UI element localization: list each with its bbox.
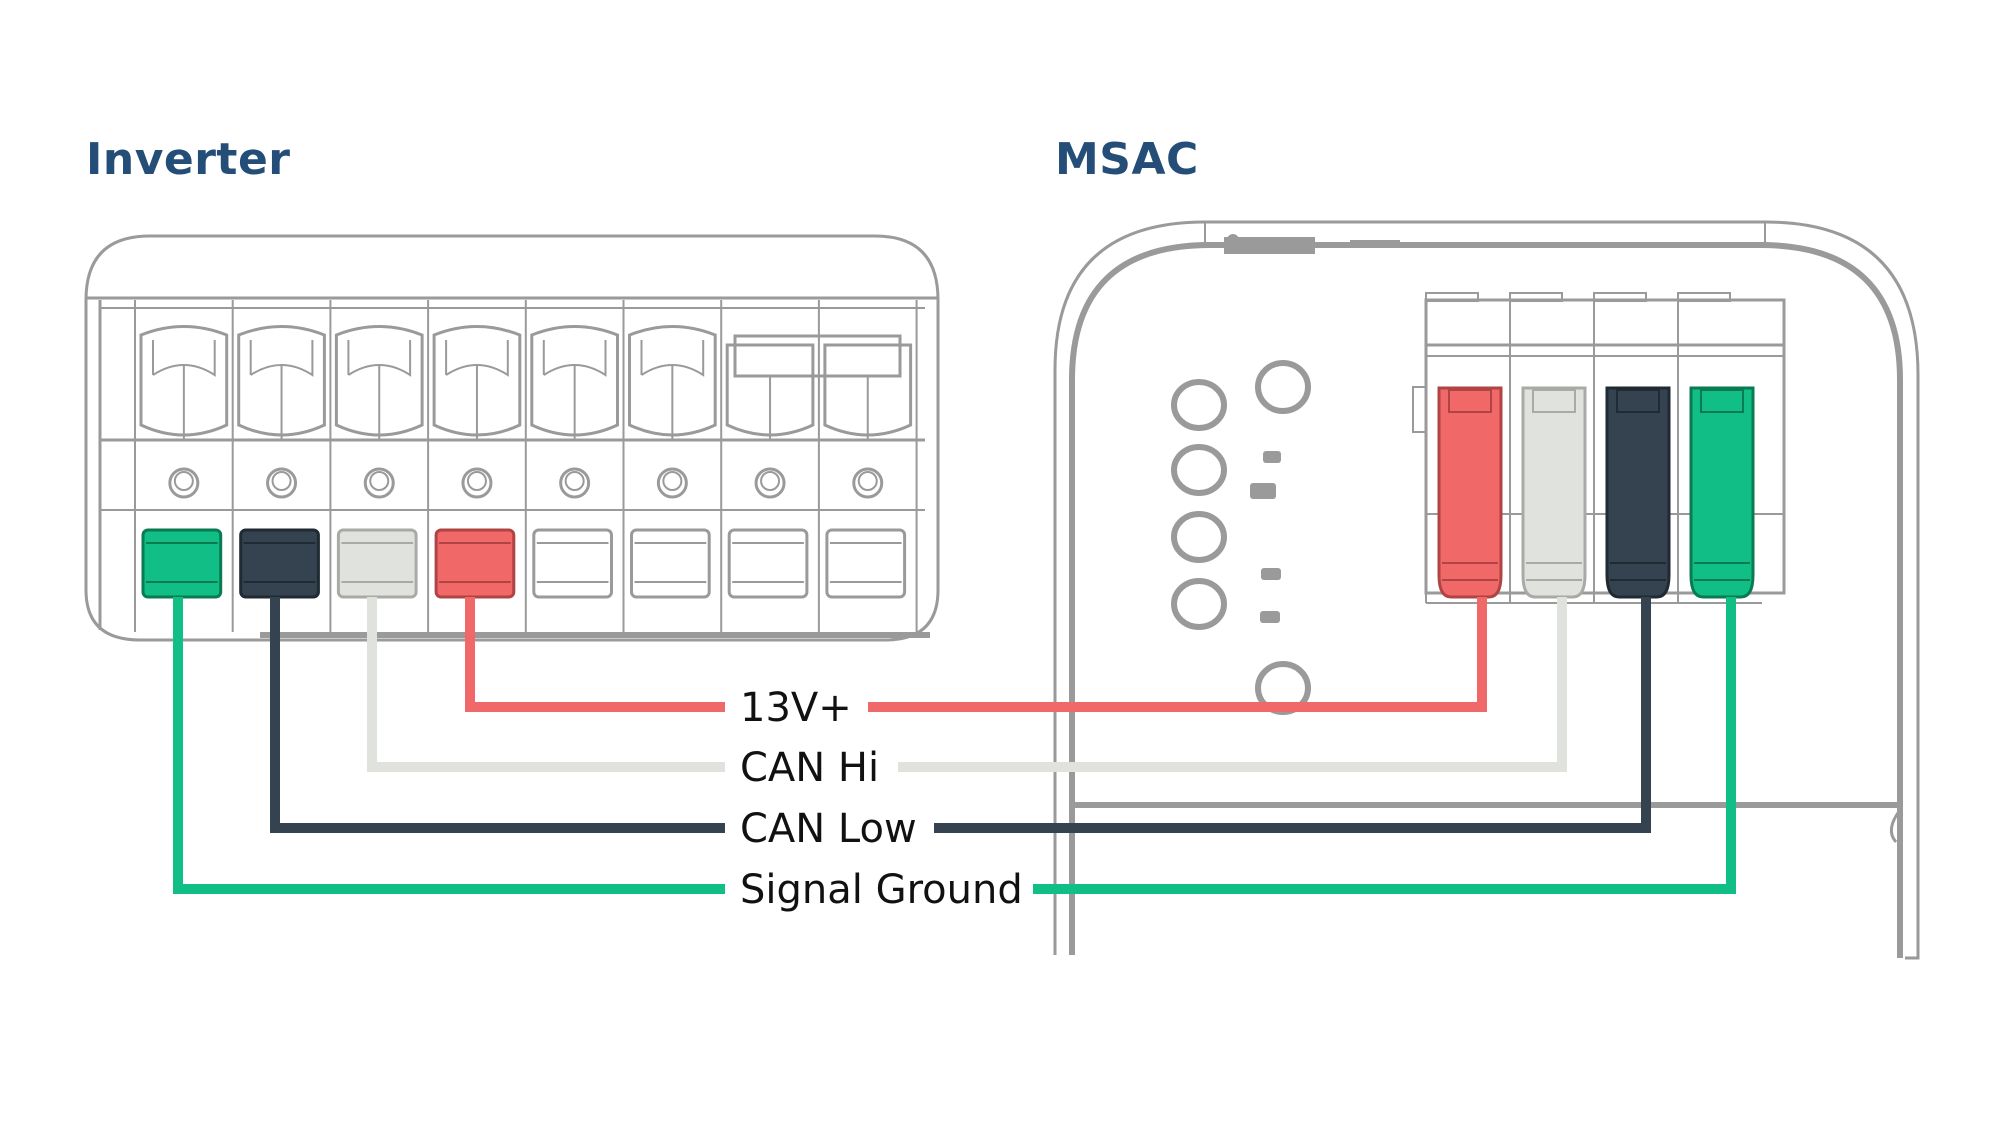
status-indicator xyxy=(1261,568,1281,580)
inverter-title: Inverter xyxy=(86,134,291,185)
screw-hole-inner xyxy=(760,471,781,491)
msac-inner-shell xyxy=(1069,242,1903,958)
wire-label-can-low: CAN Low xyxy=(740,806,917,852)
screw-hole-inner xyxy=(271,471,292,491)
msac-terminal-block xyxy=(1412,292,1786,604)
msac-side-tab xyxy=(1412,386,1427,433)
terminal-lever xyxy=(139,325,229,437)
plug-light xyxy=(336,528,418,599)
inverter-housing xyxy=(84,234,940,642)
plug-dark xyxy=(239,528,320,599)
msac-plug-light xyxy=(1521,386,1587,599)
wire-canlow-inverter-side xyxy=(270,597,725,833)
status-indicator xyxy=(1263,451,1281,463)
lever-flap xyxy=(543,340,607,377)
msac-plug-green xyxy=(1689,386,1755,599)
terminal-lever xyxy=(237,325,326,437)
wire-label-13v: 13V+ xyxy=(740,685,852,731)
screw-hole xyxy=(656,467,688,499)
terminal-lever xyxy=(823,343,913,437)
empty-socket xyxy=(532,528,613,599)
screw-hole-inner xyxy=(173,471,194,491)
screw-hole-inner xyxy=(564,471,585,491)
led-ring xyxy=(1171,379,1227,431)
inverter-device xyxy=(84,234,940,642)
status-indicator xyxy=(1260,611,1280,623)
empty-socket xyxy=(630,528,711,599)
msac-indicator-panel xyxy=(1171,360,1311,715)
wire-v13-msac-side xyxy=(868,597,1487,712)
led-ring xyxy=(1171,511,1227,563)
led-ring xyxy=(1171,444,1227,496)
msac-latch-pin xyxy=(1227,234,1239,246)
wire-canhi-inverter-side xyxy=(367,597,725,772)
plug-latch xyxy=(1616,389,1660,413)
wire-canhi-msac-side xyxy=(898,597,1567,772)
msac-latch xyxy=(1224,237,1315,254)
terminal-lever xyxy=(334,325,424,437)
plug-latch xyxy=(1700,389,1744,413)
screw-hole-inner xyxy=(466,471,487,491)
screw-hole-inner xyxy=(857,471,878,491)
led-ring xyxy=(1171,578,1227,630)
wire-canlow-msac-side xyxy=(934,597,1651,833)
screw-hole xyxy=(461,467,493,499)
screw-hole-inner xyxy=(369,471,390,491)
terminal-lever xyxy=(628,325,717,437)
lever-flap xyxy=(250,340,314,377)
msac-title: MSAC xyxy=(1055,134,1199,185)
screw-hole xyxy=(559,467,591,499)
screw-hole xyxy=(754,467,786,499)
terminal-cover-bar xyxy=(733,334,902,378)
status-indicator xyxy=(1250,483,1276,499)
plug-green xyxy=(141,528,223,599)
lever-flap xyxy=(445,340,509,377)
msac-terminal-tab xyxy=(1677,292,1731,302)
msac-terminal-tab xyxy=(1509,292,1563,302)
empty-socket xyxy=(825,528,907,599)
screw-hole xyxy=(852,467,884,499)
wires xyxy=(173,597,1736,894)
msac-terminal-tab xyxy=(1593,292,1647,302)
wire-v13-inverter-side xyxy=(465,597,725,712)
empty-socket xyxy=(727,528,809,599)
terminal-lever xyxy=(530,325,619,437)
screw-hole xyxy=(266,467,298,499)
plug-latch xyxy=(1448,389,1492,413)
screw-hole xyxy=(363,467,395,499)
wire-label-signal-ground: Signal Ground xyxy=(740,867,1023,913)
led-ring-top xyxy=(1255,360,1311,414)
msac-clip xyxy=(1889,809,1902,844)
lever-flap xyxy=(347,340,412,377)
wire-sgnd-msac-side xyxy=(1033,597,1736,894)
msac-plug-red xyxy=(1437,386,1503,599)
terminal-lever xyxy=(432,325,522,437)
plug-latch xyxy=(1532,389,1576,413)
msac-device xyxy=(1053,220,1920,960)
msac-terminal-tab xyxy=(1425,292,1479,302)
msac-plug-dark xyxy=(1605,386,1671,599)
wire-label-can-hi: CAN Hi xyxy=(740,745,879,791)
plug-red xyxy=(434,528,516,599)
screw-hole xyxy=(168,467,200,499)
lever-flap xyxy=(152,340,216,377)
screw-hole-inner xyxy=(662,471,683,491)
inverter-terminal-block xyxy=(134,300,918,632)
lever-flap xyxy=(640,340,705,377)
terminal-lever xyxy=(725,343,815,437)
wire-sgnd-inverter-side xyxy=(173,597,725,894)
